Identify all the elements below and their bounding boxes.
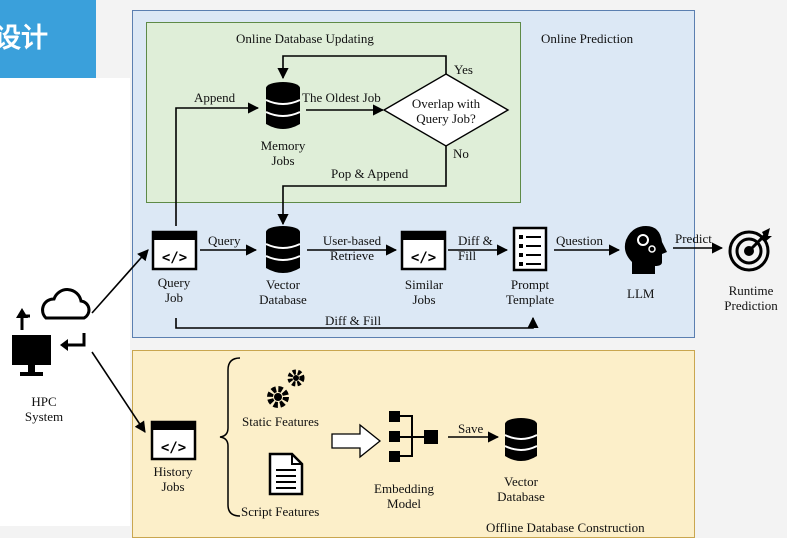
vector-database-line-2: Database — [259, 292, 307, 307]
label-diff-fill-short: Diff & Fill — [458, 233, 493, 263]
offline-vector-database-line-1: Vector — [504, 474, 538, 489]
similar-jobs-line-2: Jobs — [412, 292, 436, 307]
retrieve-line-1: User-based — [322, 233, 382, 248]
decision-line-1: Overlap with — [411, 96, 481, 111]
embedding-model-line-2: Model — [387, 496, 421, 511]
label-question: Question — [556, 233, 603, 248]
memory-jobs-line-1: Memory — [260, 138, 306, 153]
section-online-prediction: Online Prediction — [541, 31, 634, 46]
memory-jobs-database-icon — [265, 82, 301, 129]
memory-jobs-line-2: Jobs — [271, 153, 295, 168]
llm-head-icon — [624, 226, 667, 274]
label-pop-append: Pop & Append — [331, 166, 409, 181]
prompt-template-line-1: Prompt — [510, 277, 550, 292]
label-query: Query — [208, 233, 241, 248]
target-icon — [728, 228, 772, 272]
arrow-pop-append — [277, 146, 447, 226]
hpc-system-icon — [12, 288, 91, 376]
query-job-line-1: Query — [157, 275, 191, 290]
history-jobs-line-1: History — [153, 464, 193, 479]
label-predict: Predict — [675, 231, 712, 246]
llm-label: LLM — [627, 286, 655, 301]
retrieve-line-2: Retrieve — [329, 248, 375, 263]
query-job-line-2: Job — [164, 290, 184, 305]
section-online-database-updating: Online Database Updating — [236, 31, 374, 46]
hollow-arrow-icon — [331, 423, 382, 459]
label-user-based-retrieve: User-based Retrieve — [314, 233, 390, 263]
embedding-model-label: Embedding Model — [364, 481, 444, 511]
script-features-label: Script Features — [241, 504, 320, 519]
embedding-model-icon — [389, 411, 438, 462]
svg-text:</>: </> — [411, 250, 436, 266]
history-jobs-label: History Jobs — [142, 464, 204, 494]
vector-database-line-1: Vector — [266, 277, 300, 292]
arrow-append — [175, 102, 260, 226]
history-jobs-line-2: Jobs — [161, 479, 185, 494]
left-panel — [0, 78, 130, 526]
svg-text:</>: </> — [161, 440, 186, 456]
similar-jobs-label: Similar Jobs — [393, 277, 455, 307]
runtime-prediction-line-1: Runtime — [728, 283, 774, 298]
script-document-icon — [268, 452, 304, 496]
label-diff-fill-long: Diff & Fill — [325, 313, 382, 328]
feature-brace — [219, 357, 241, 517]
label-oldest-job: The Oldest Job — [302, 90, 381, 105]
label-append: Append — [194, 90, 236, 105]
label-yes: Yes — [454, 62, 473, 77]
similar-jobs-line-1: Similar — [404, 277, 444, 292]
prompt-template-line-2: Template — [505, 292, 555, 307]
vector-database-label: Vector Database — [243, 277, 323, 307]
label-no: No — [453, 146, 469, 161]
similar-jobs-icon: </> — [400, 230, 447, 271]
offline-vector-database-icon — [504, 418, 538, 461]
runtime-prediction-line-2: Prediction — [724, 298, 778, 313]
query-job-label: Query Job — [144, 275, 204, 305]
section-offline-construction: Offline Database Construction — [486, 520, 645, 535]
memory-jobs-label: Memory Jobs — [250, 138, 316, 168]
gears-icon — [267, 369, 305, 408]
hpc-system-line-2: System — [24, 409, 64, 424]
arrow-diff-fill-long — [175, 316, 539, 329]
hpc-system-line-1: HPC — [31, 394, 57, 409]
history-jobs-icon: </> — [150, 420, 197, 461]
diff-fill-line-1: Diff & — [458, 233, 493, 248]
offline-vector-database-label: Vector Database — [483, 474, 559, 504]
decision-line-2: Query Job? — [416, 111, 476, 126]
runtime-prediction-label: Runtime Prediction — [715, 283, 787, 313]
arrow-hpc-to-query — [91, 249, 149, 314]
decision-diamond — [382, 73, 510, 147]
offline-vector-database-line-2: Database — [497, 489, 545, 504]
title-banner: 设计 — [0, 0, 96, 78]
static-features-label: Static Features — [242, 414, 319, 429]
svg-text:</>: </> — [162, 250, 187, 266]
arrow-yes — [277, 55, 447, 80]
prompt-template-label: Prompt Template — [494, 277, 566, 307]
vector-database-icon — [265, 226, 301, 273]
label-save: Save — [458, 421, 484, 436]
embedding-model-line-1: Embedding — [374, 481, 434, 496]
diff-fill-line-2: Fill — [458, 248, 477, 263]
query-job-icon: </> — [151, 230, 198, 271]
hpc-system-label: HPC System — [20, 394, 68, 424]
prompt-template-icon — [512, 226, 548, 272]
arrow-hpc-to-history — [91, 351, 146, 433]
decision-label: Overlap with Query Job? — [400, 96, 492, 126]
